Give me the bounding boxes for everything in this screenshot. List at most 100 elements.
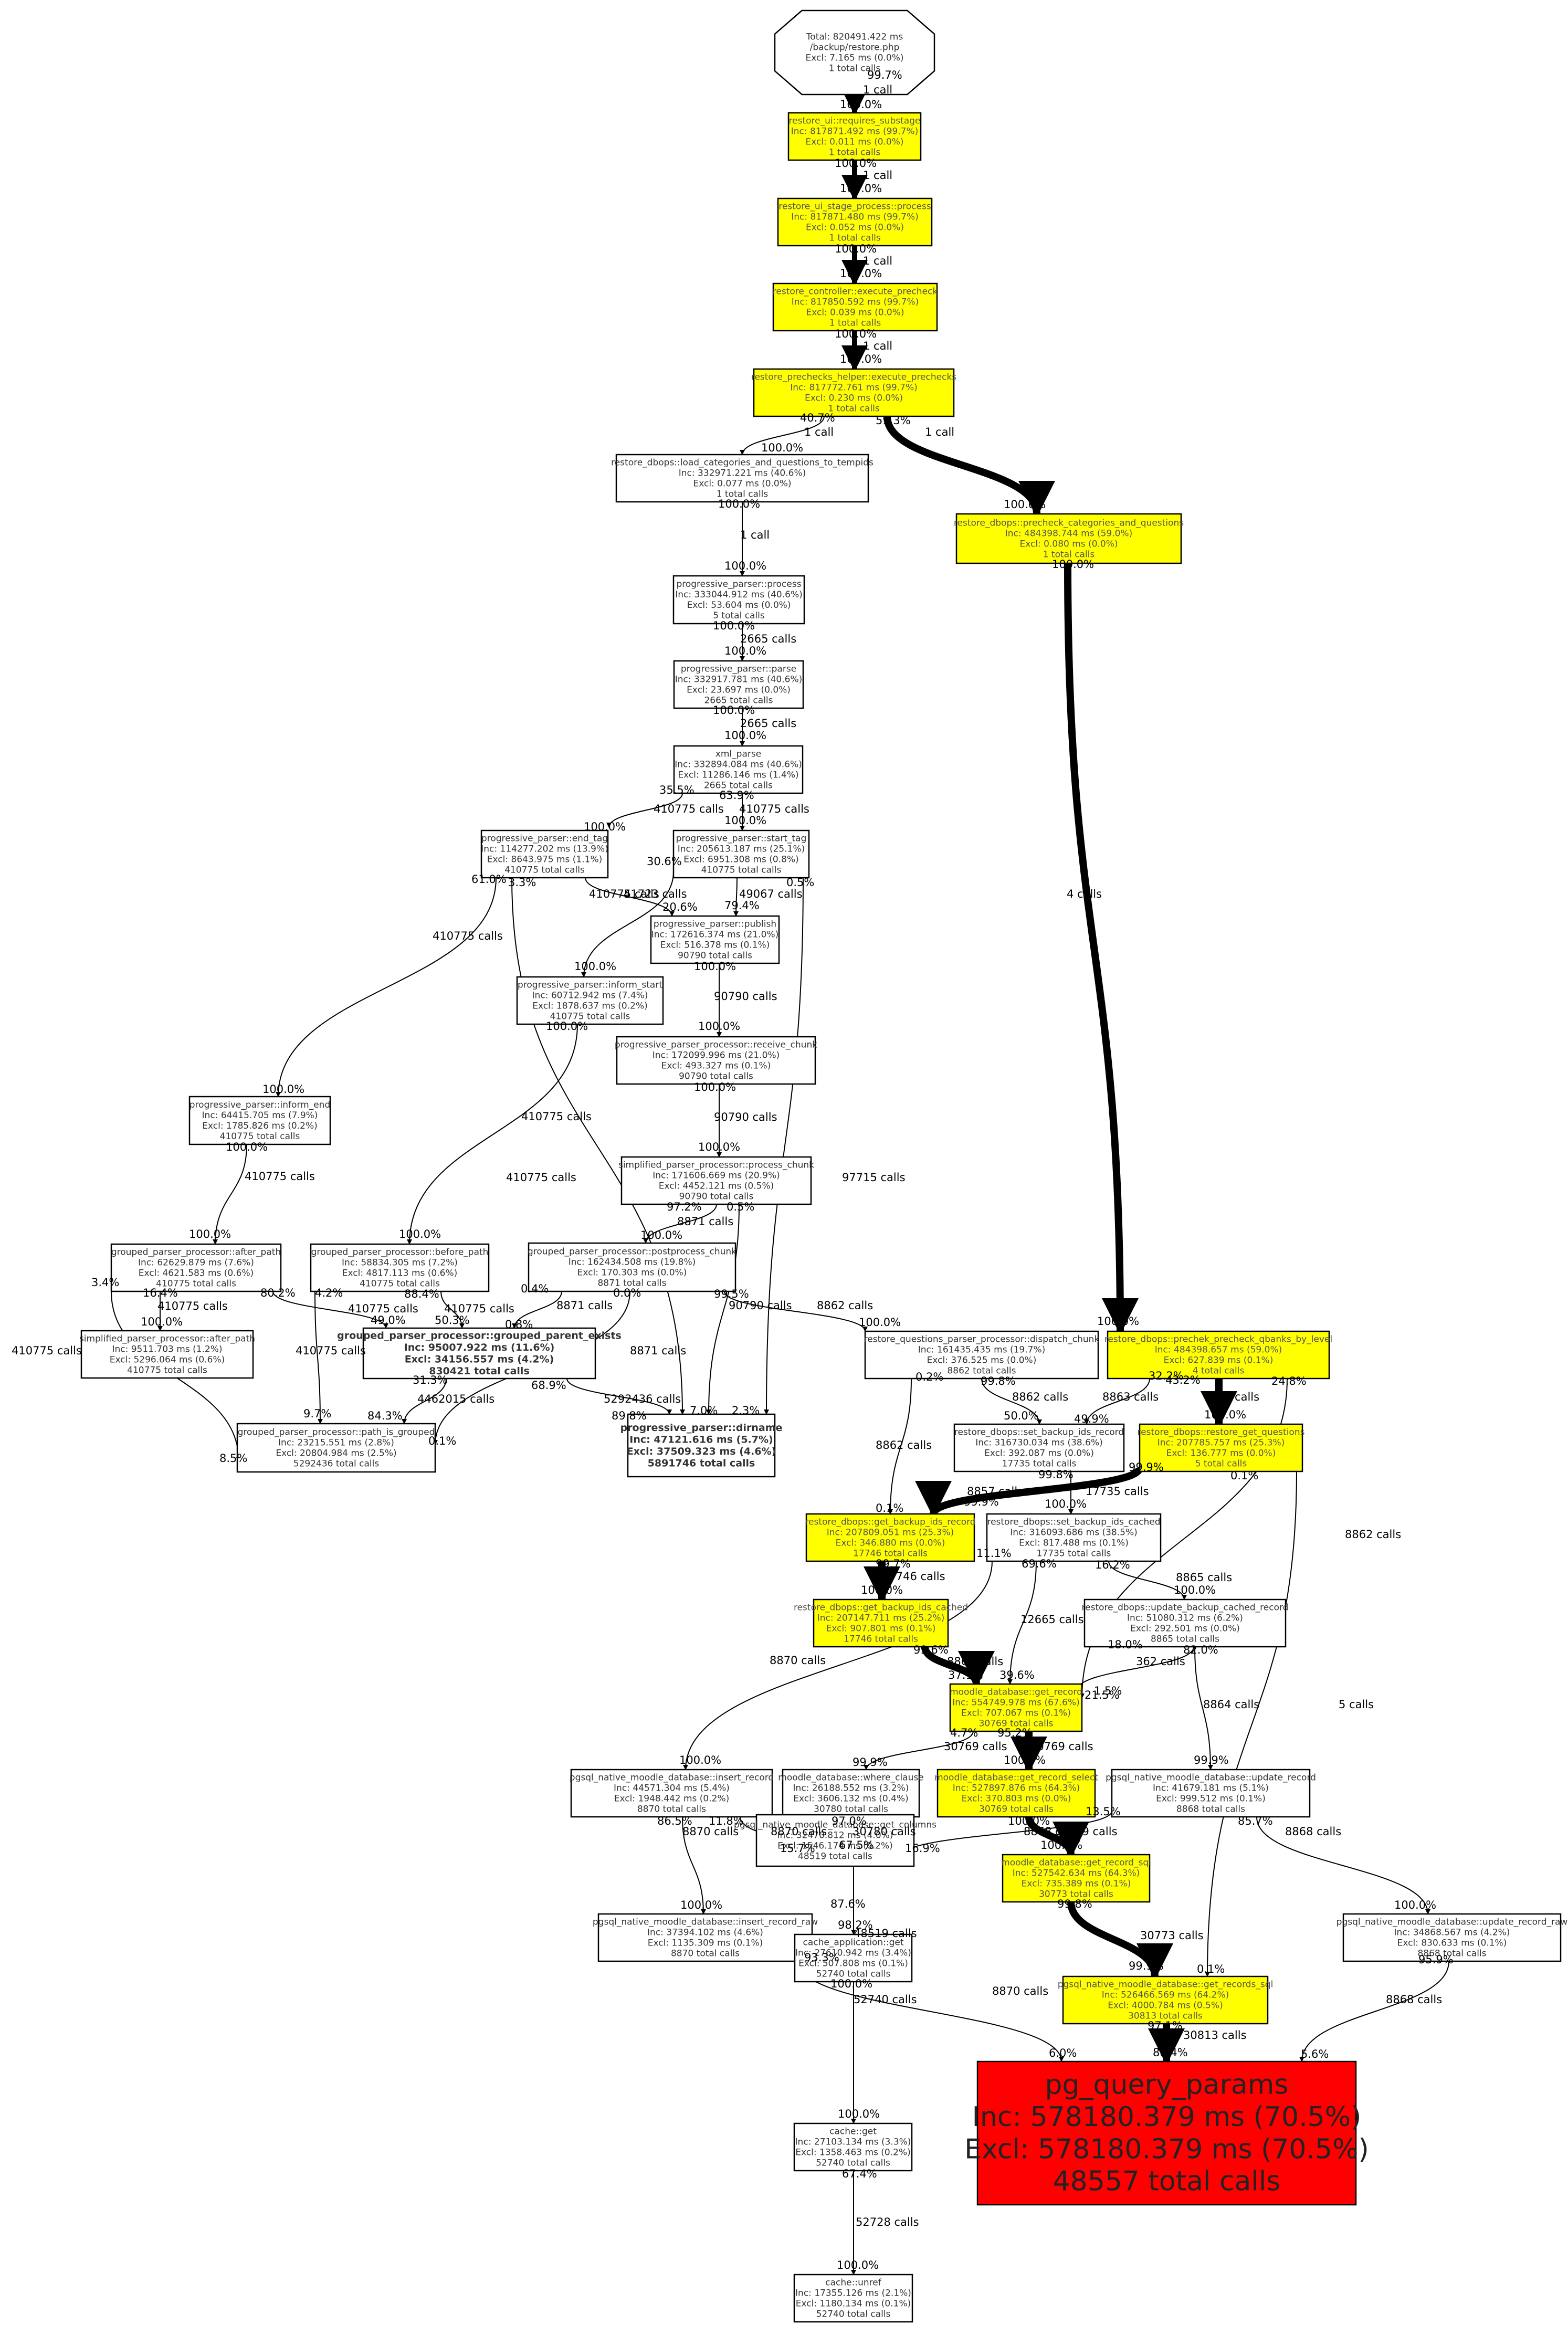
- edge-source-percent: 0.5%: [727, 1201, 754, 1213]
- node-n21[interactable]: grouped_parser_processor::grouped_parent…: [337, 1327, 622, 1380]
- edge-target-percent: 100.0%: [1204, 1408, 1246, 1421]
- node-shape: [936, 1769, 1096, 1818]
- node-n37[interactable]: pgsql_native_moodle_database::get_column…: [734, 1814, 936, 1867]
- node-text-line: restore_prechecks_helper::execute_preche…: [751, 372, 956, 383]
- node-shape: [80, 1330, 254, 1379]
- node-n39[interactable]: pgsql_native_moodle_database::insert_rec…: [593, 1913, 818, 1962]
- node-n26[interactable]: restore_dbops::set_backup_ids_recordInc:…: [953, 1423, 1125, 1472]
- node-text-line: Excl: 4452.121 ms (0.5%): [659, 1181, 774, 1192]
- node-text-line: Inc: 484398.744 ms (59.0%): [1005, 529, 1133, 539]
- node-text-line: 1 total calls: [1043, 550, 1095, 560]
- node-text-line: Inc: 161435.435 ms (19.7%): [918, 1345, 1046, 1355]
- node-n31[interactable]: restore_dbops::update_backup_cached_reco…: [1082, 1598, 1289, 1648]
- edge-source-percent: 4.2%: [315, 1287, 343, 1299]
- edge-call-count: 410775 calls: [521, 1110, 592, 1123]
- node-text-line: Excl: 907.801 ms (0.1%): [826, 1624, 936, 1634]
- node-n25[interactable]: restore_dbops::prechek_precheck_qbanks_b…: [1104, 1330, 1332, 1380]
- node-text-line: restore_dbops::update_backup_cached_reco…: [1082, 1603, 1289, 1613]
- node-n14[interactable]: progressive_parser_processor::receive_ch…: [615, 1036, 817, 1085]
- node-n27[interactable]: restore_dbops::restore_get_questionsInc:…: [1138, 1423, 1305, 1472]
- node-text-line: 8870 total calls: [637, 1804, 706, 1815]
- node-shape: [616, 1036, 816, 1085]
- node-text-line: restore_ui::requires_substage: [789, 116, 921, 127]
- node-text-line: Inc: 62629.879 ms (7.6%): [138, 1258, 254, 1268]
- node-n24[interactable]: restore_questions_parser_processor::disp…: [864, 1330, 1100, 1380]
- edge-source-percent: 0.4%: [521, 1282, 549, 1295]
- edge-source-percent: 100.0%: [835, 157, 877, 170]
- edge-source-percent: 97.1%: [1148, 2019, 1183, 2032]
- edge-n16-n23: [706, 1204, 740, 1415]
- edge-line: [1064, 563, 1139, 1335]
- edge-call-count: 2665 calls: [740, 633, 796, 645]
- node-shape: [673, 660, 804, 709]
- node-n04[interactable]: restore_prechecks_helper::execute_preche…: [751, 368, 956, 417]
- node-root[interactable]: Total: 820491.422 ms/backup/restore.phpE…: [774, 9, 935, 96]
- node-n36[interactable]: pgsql_native_moodle_database::update_rec…: [1106, 1769, 1316, 1818]
- node-n30[interactable]: restore_dbops::get_backup_ids_cachedInc:…: [794, 1598, 968, 1648]
- node-text-line: 410775 total calls: [360, 1279, 440, 1289]
- node-text-line: Excl: 376.525 ms (0.0%): [927, 1355, 1037, 1366]
- node-n29[interactable]: restore_dbops::set_backup_ids_cachedInc:…: [986, 1513, 1162, 1562]
- node-text-line: pgsql_native_moodle_database::insert_rec…: [570, 1773, 774, 1783]
- node-text-line: Inc: 316730.034 ms (38.6%): [975, 1438, 1103, 1448]
- node-n19[interactable]: grouped_parser_processor::postprocess_ch…: [528, 1242, 736, 1292]
- node-n28[interactable]: restore_dbops::get_backup_ids_recordInc:…: [805, 1513, 976, 1562]
- node-n22[interactable]: grouped_parser_processor::path_is_groupe…: [236, 1423, 436, 1473]
- edge-source-percent: 11.8%: [709, 1815, 744, 1827]
- edge-call-count: 410775 calls: [348, 1302, 418, 1315]
- node-n20[interactable]: simplified_parser_processor::after_pathI…: [79, 1330, 255, 1379]
- node-text-line: Inc: 316093.686 ms (38.5%): [1010, 1528, 1138, 1538]
- node-shape: [777, 197, 933, 247]
- node-n06[interactable]: restore_dbops::precheck_categories_and_q…: [954, 513, 1184, 564]
- node-n18[interactable]: grouped_parser_processor::before_pathInc…: [310, 1243, 490, 1292]
- node-shape: [672, 575, 805, 625]
- edge-line: [1256, 1816, 1430, 1914]
- node-text-line: Excl: 830.633 ms (0.1%): [1397, 1938, 1507, 1949]
- node-n05[interactable]: restore_dbops::load_categories_and_quest…: [611, 454, 874, 503]
- node-n03[interactable]: restore_controller::execute_precheckInc:…: [772, 282, 938, 332]
- node-n16[interactable]: simplified_parser_processor::process_chu…: [618, 1156, 814, 1205]
- node-n17[interactable]: grouped_parser_processor::after_pathInc:…: [110, 1243, 282, 1292]
- edge-line: [682, 1816, 706, 1914]
- node-text-line: Excl: 6951.308 ms (0.8%): [683, 855, 799, 865]
- edge-call-count: 1 call: [804, 426, 834, 438]
- edge-line: [585, 877, 675, 917]
- node-n42[interactable]: pgsql_native_moodle_database::get_record…: [1058, 1975, 1274, 2025]
- node-n33[interactable]: pgsql_native_moodle_database::insert_rec…: [570, 1769, 774, 1818]
- edge-n11-n12: [733, 877, 739, 917]
- edge-n04-n06: [883, 416, 1055, 518]
- edge-source-percent: 0.1%: [1230, 1469, 1258, 1482]
- node-shape: [1083, 1598, 1287, 1648]
- node-text-line: Inc: 817850.592 ms (99.7%): [792, 297, 919, 308]
- node-text-line: Excl: 1135.309 ms (0.1%): [648, 1938, 763, 1949]
- edge-call-count: 2665 calls: [740, 717, 796, 730]
- node-n40[interactable]: pgsql_native_moodle_database::update_rec…: [1337, 1913, 1568, 1962]
- edge-source-percent: 99.8%: [981, 1375, 1016, 1387]
